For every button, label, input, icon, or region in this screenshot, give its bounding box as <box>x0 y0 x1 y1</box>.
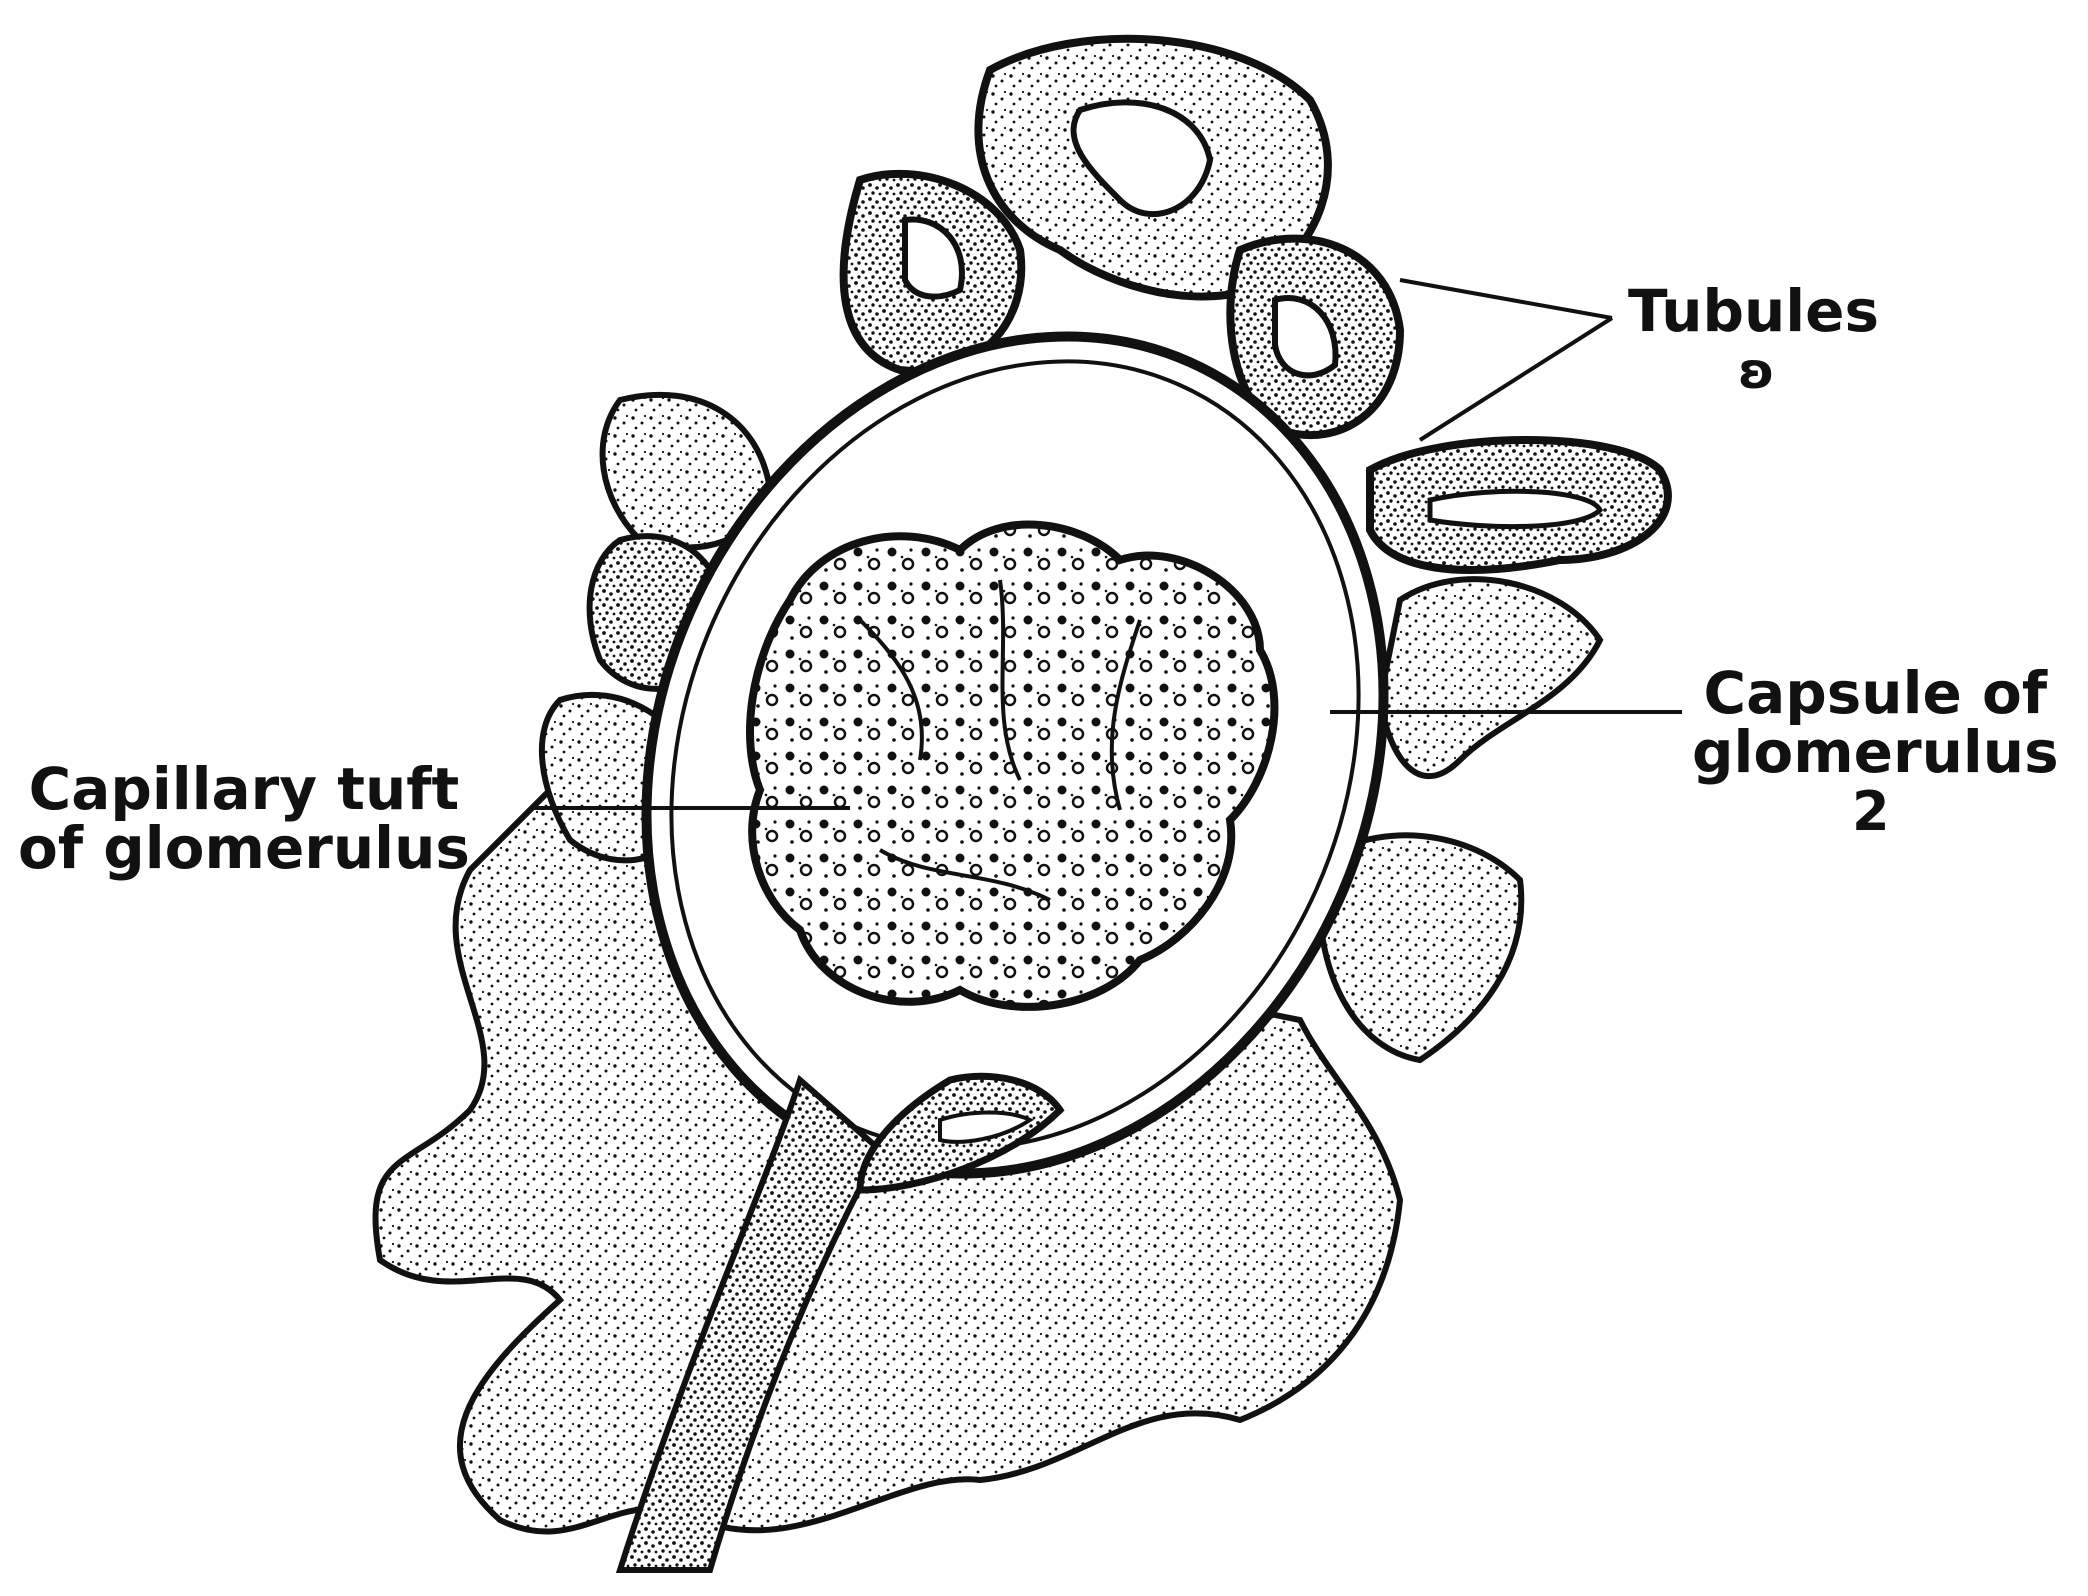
leader-tubules-2 <box>1420 318 1612 440</box>
label-capsule-line1: Capsule of <box>1692 664 2059 723</box>
label-capsule-of-glomerulus: Capsule of glomerulus <box>1692 664 2059 782</box>
label-capsule-mark: 2 <box>1852 784 1890 839</box>
tubule-right <box>1370 440 1668 570</box>
label-capsule-line2: glomerulus <box>1692 723 2059 782</box>
label-capillary-tuft: Capillary tuft of glomerulus <box>18 760 470 878</box>
leader-tubules-1 <box>1400 280 1612 318</box>
label-tuft-line1: Capillary tuft <box>18 760 470 819</box>
label-tubules-mark: ʚ <box>1738 346 1775 397</box>
label-tuft-line2: of glomerulus <box>18 819 470 878</box>
label-tubules: Tubules <box>1628 282 1879 341</box>
